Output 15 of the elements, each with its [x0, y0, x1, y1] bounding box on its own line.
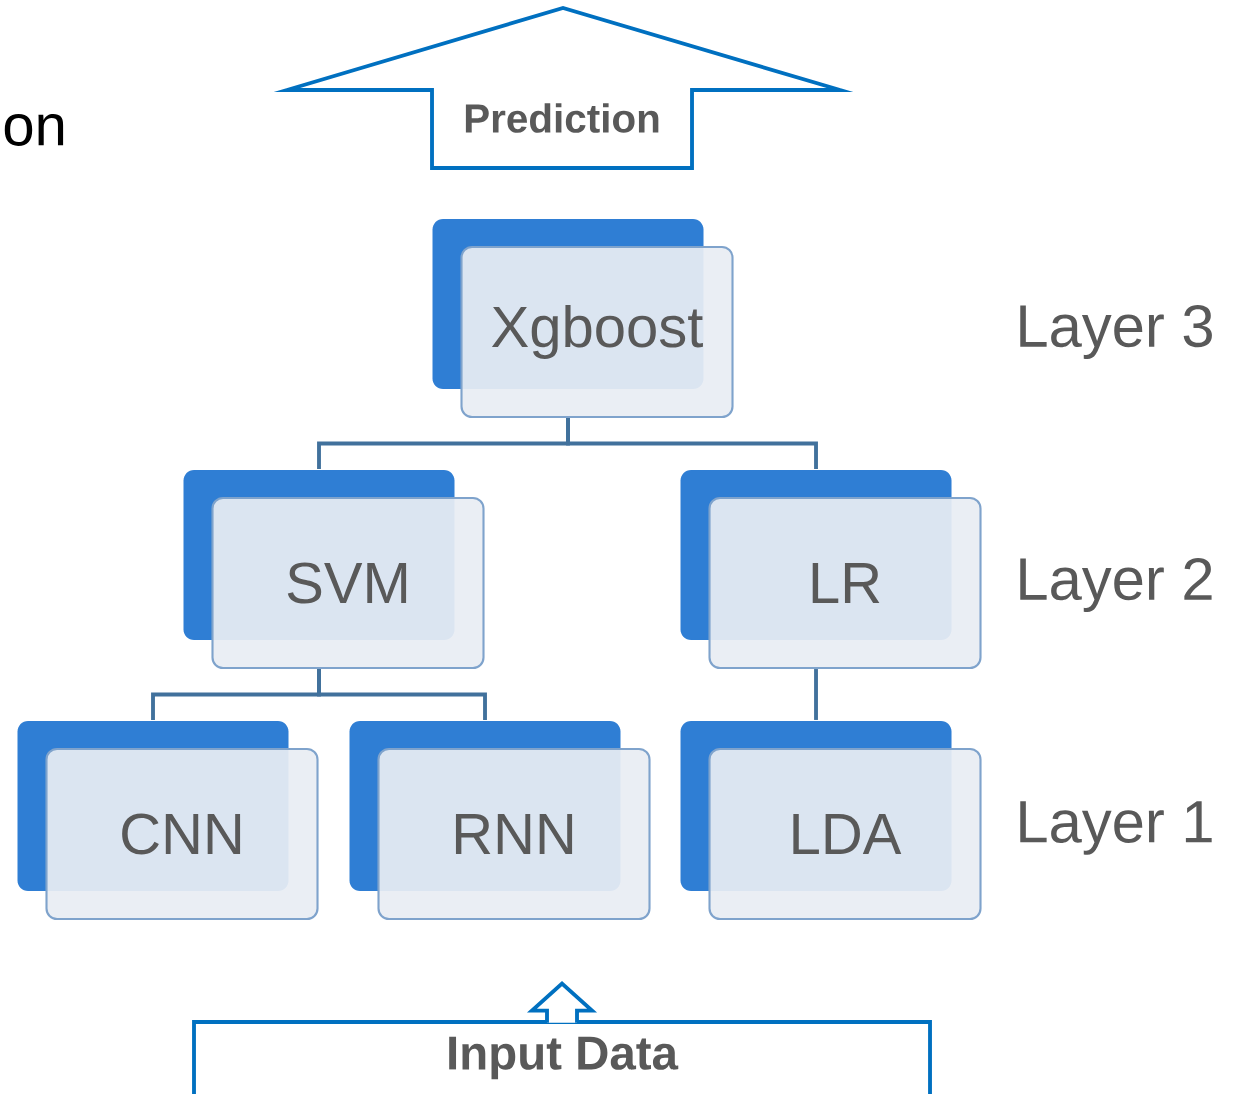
model-card: LR [680, 470, 982, 670]
connector-line [814, 669, 818, 720]
model-card: RNN [349, 721, 651, 921]
model-card: SVM [183, 470, 485, 670]
layer-label: Layer 1 [1020, 801, 1212, 855]
connector-line [317, 669, 487, 720]
model-card: LDA [680, 721, 982, 921]
model-card: CNN [17, 721, 319, 921]
layer-label: Layer 2 [1020, 557, 1212, 613]
input-box: Input Data [192, 1020, 932, 1094]
layer-label: Layer 3 [1020, 304, 1212, 360]
connector-line [566, 418, 818, 469]
partial-title: on [4, 114, 64, 146]
up-arrow [526, 981, 598, 1025]
model-card: Xgboost [432, 219, 734, 419]
